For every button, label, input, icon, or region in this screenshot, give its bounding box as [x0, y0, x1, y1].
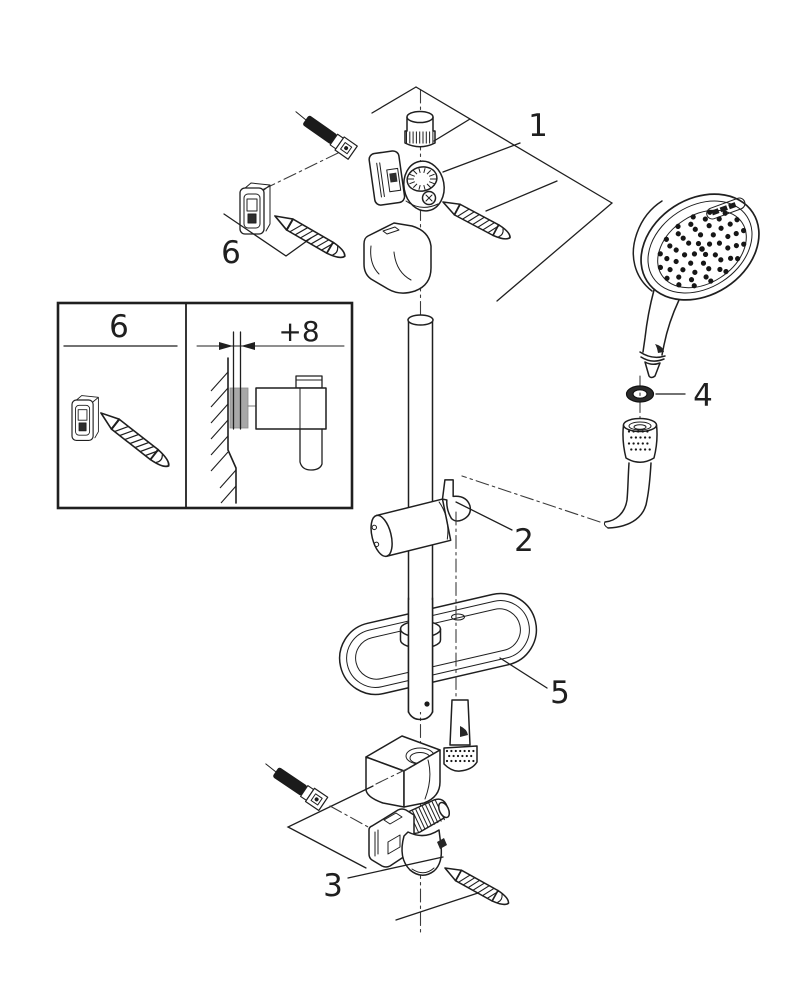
callout-6: 6 — [221, 235, 241, 271]
mounting-pin-bottom — [260, 757, 329, 812]
group1-outline — [371, 86, 613, 302]
hose-washer — [625, 385, 655, 403]
callout-5: 5 — [550, 675, 570, 711]
bracket-side-view — [255, 375, 327, 471]
hand-shower — [632, 193, 760, 379]
spacer-block — [229, 387, 249, 429]
hose-axis-line — [461, 475, 601, 523]
group3-outline — [286, 765, 479, 921]
rail-cap — [404, 110, 436, 148]
dimension-label: +8 — [278, 315, 319, 348]
callout-3: 3 — [323, 868, 343, 904]
inset-label-6: 6 — [109, 309, 129, 345]
slider-holder — [370, 479, 472, 558]
callout-6-leader — [223, 213, 312, 257]
cover-block — [365, 735, 441, 808]
shower-hose — [603, 462, 652, 529]
inset-detail-box: 6 +8 — [56, 301, 354, 510]
callout-2: 2 — [514, 523, 534, 559]
soap-tray — [338, 592, 538, 696]
spray-nozzles — [657, 209, 747, 289]
wall-anchor-6 — [239, 182, 271, 235]
hose-nut — [622, 417, 658, 463]
shower-handle — [639, 289, 680, 379]
hose-end-fitting — [443, 699, 478, 772]
rail-edge-lines — [232, 331, 242, 430]
bore-spline-icon — [408, 168, 436, 190]
callout-4: 4 — [693, 378, 713, 414]
clamp-cover — [363, 222, 432, 294]
upper-wall-bracket — [368, 150, 445, 212]
mounting-pin-top — [290, 105, 358, 160]
callout-2-leader — [455, 501, 513, 531]
dimension-plus8: +8 — [196, 315, 345, 350]
inset-screw — [96, 407, 174, 472]
logo-band — [706, 197, 746, 220]
rail-lower-section — [407, 597, 434, 721]
callout-1: 1 — [528, 108, 548, 144]
inset-anchor — [71, 395, 99, 442]
wall-section — [210, 357, 237, 504]
callout-5-leader — [499, 657, 548, 689]
